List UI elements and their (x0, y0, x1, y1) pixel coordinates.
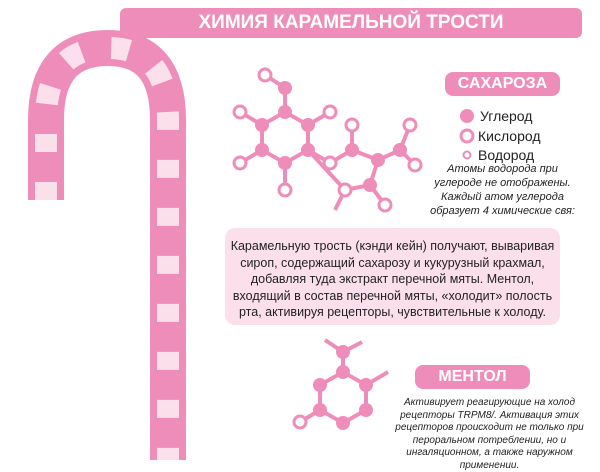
note-line: пероральном потреблении, но и (392, 435, 587, 448)
note-line: применении. (392, 460, 587, 472)
menthol-note: Активирует реагирующие на холод рецептор… (392, 397, 587, 472)
note-line: углероде не отображены. (430, 176, 575, 190)
oxygen-icon (461, 130, 473, 142)
hydrogen-note: Атомы водорода при углероде не отображен… (430, 162, 575, 218)
note-line: рецепторов происходит не только при (392, 422, 587, 435)
note-line: образует 4 химические свя: (430, 204, 575, 218)
note-line: Атомы водорода при (430, 162, 575, 176)
note-line: Активирует реагирующие на холод (392, 397, 587, 410)
legend-hydrogen: Водород (478, 147, 534, 163)
sucrose-molecule (234, 69, 421, 211)
note-line: рецепторы TRPM8/. Активация этих (392, 410, 587, 423)
hydrogen-icon (464, 152, 471, 159)
legend-carbon: Углерод (480, 108, 532, 124)
info-box: Карамельную трость (кэнди кейн) получают… (225, 228, 560, 325)
legend-oxygen: Кислород (478, 128, 541, 144)
carbon-icon (460, 109, 474, 123)
note-line: Каждый атом углерода (430, 190, 575, 204)
page-title: ХИМИЯ КАРАМЕЛЬНОЙ ТРОСТИ (120, 8, 582, 38)
legend-icons (460, 109, 474, 159)
candy-cane (46, 48, 168, 460)
menthol-molecule (294, 340, 388, 430)
note-line: ингаляционном, а также наружном (392, 447, 587, 460)
menthol-badge: МЕНТОЛ (415, 365, 530, 389)
sucrose-badge: САХАРОЗА (445, 72, 560, 96)
